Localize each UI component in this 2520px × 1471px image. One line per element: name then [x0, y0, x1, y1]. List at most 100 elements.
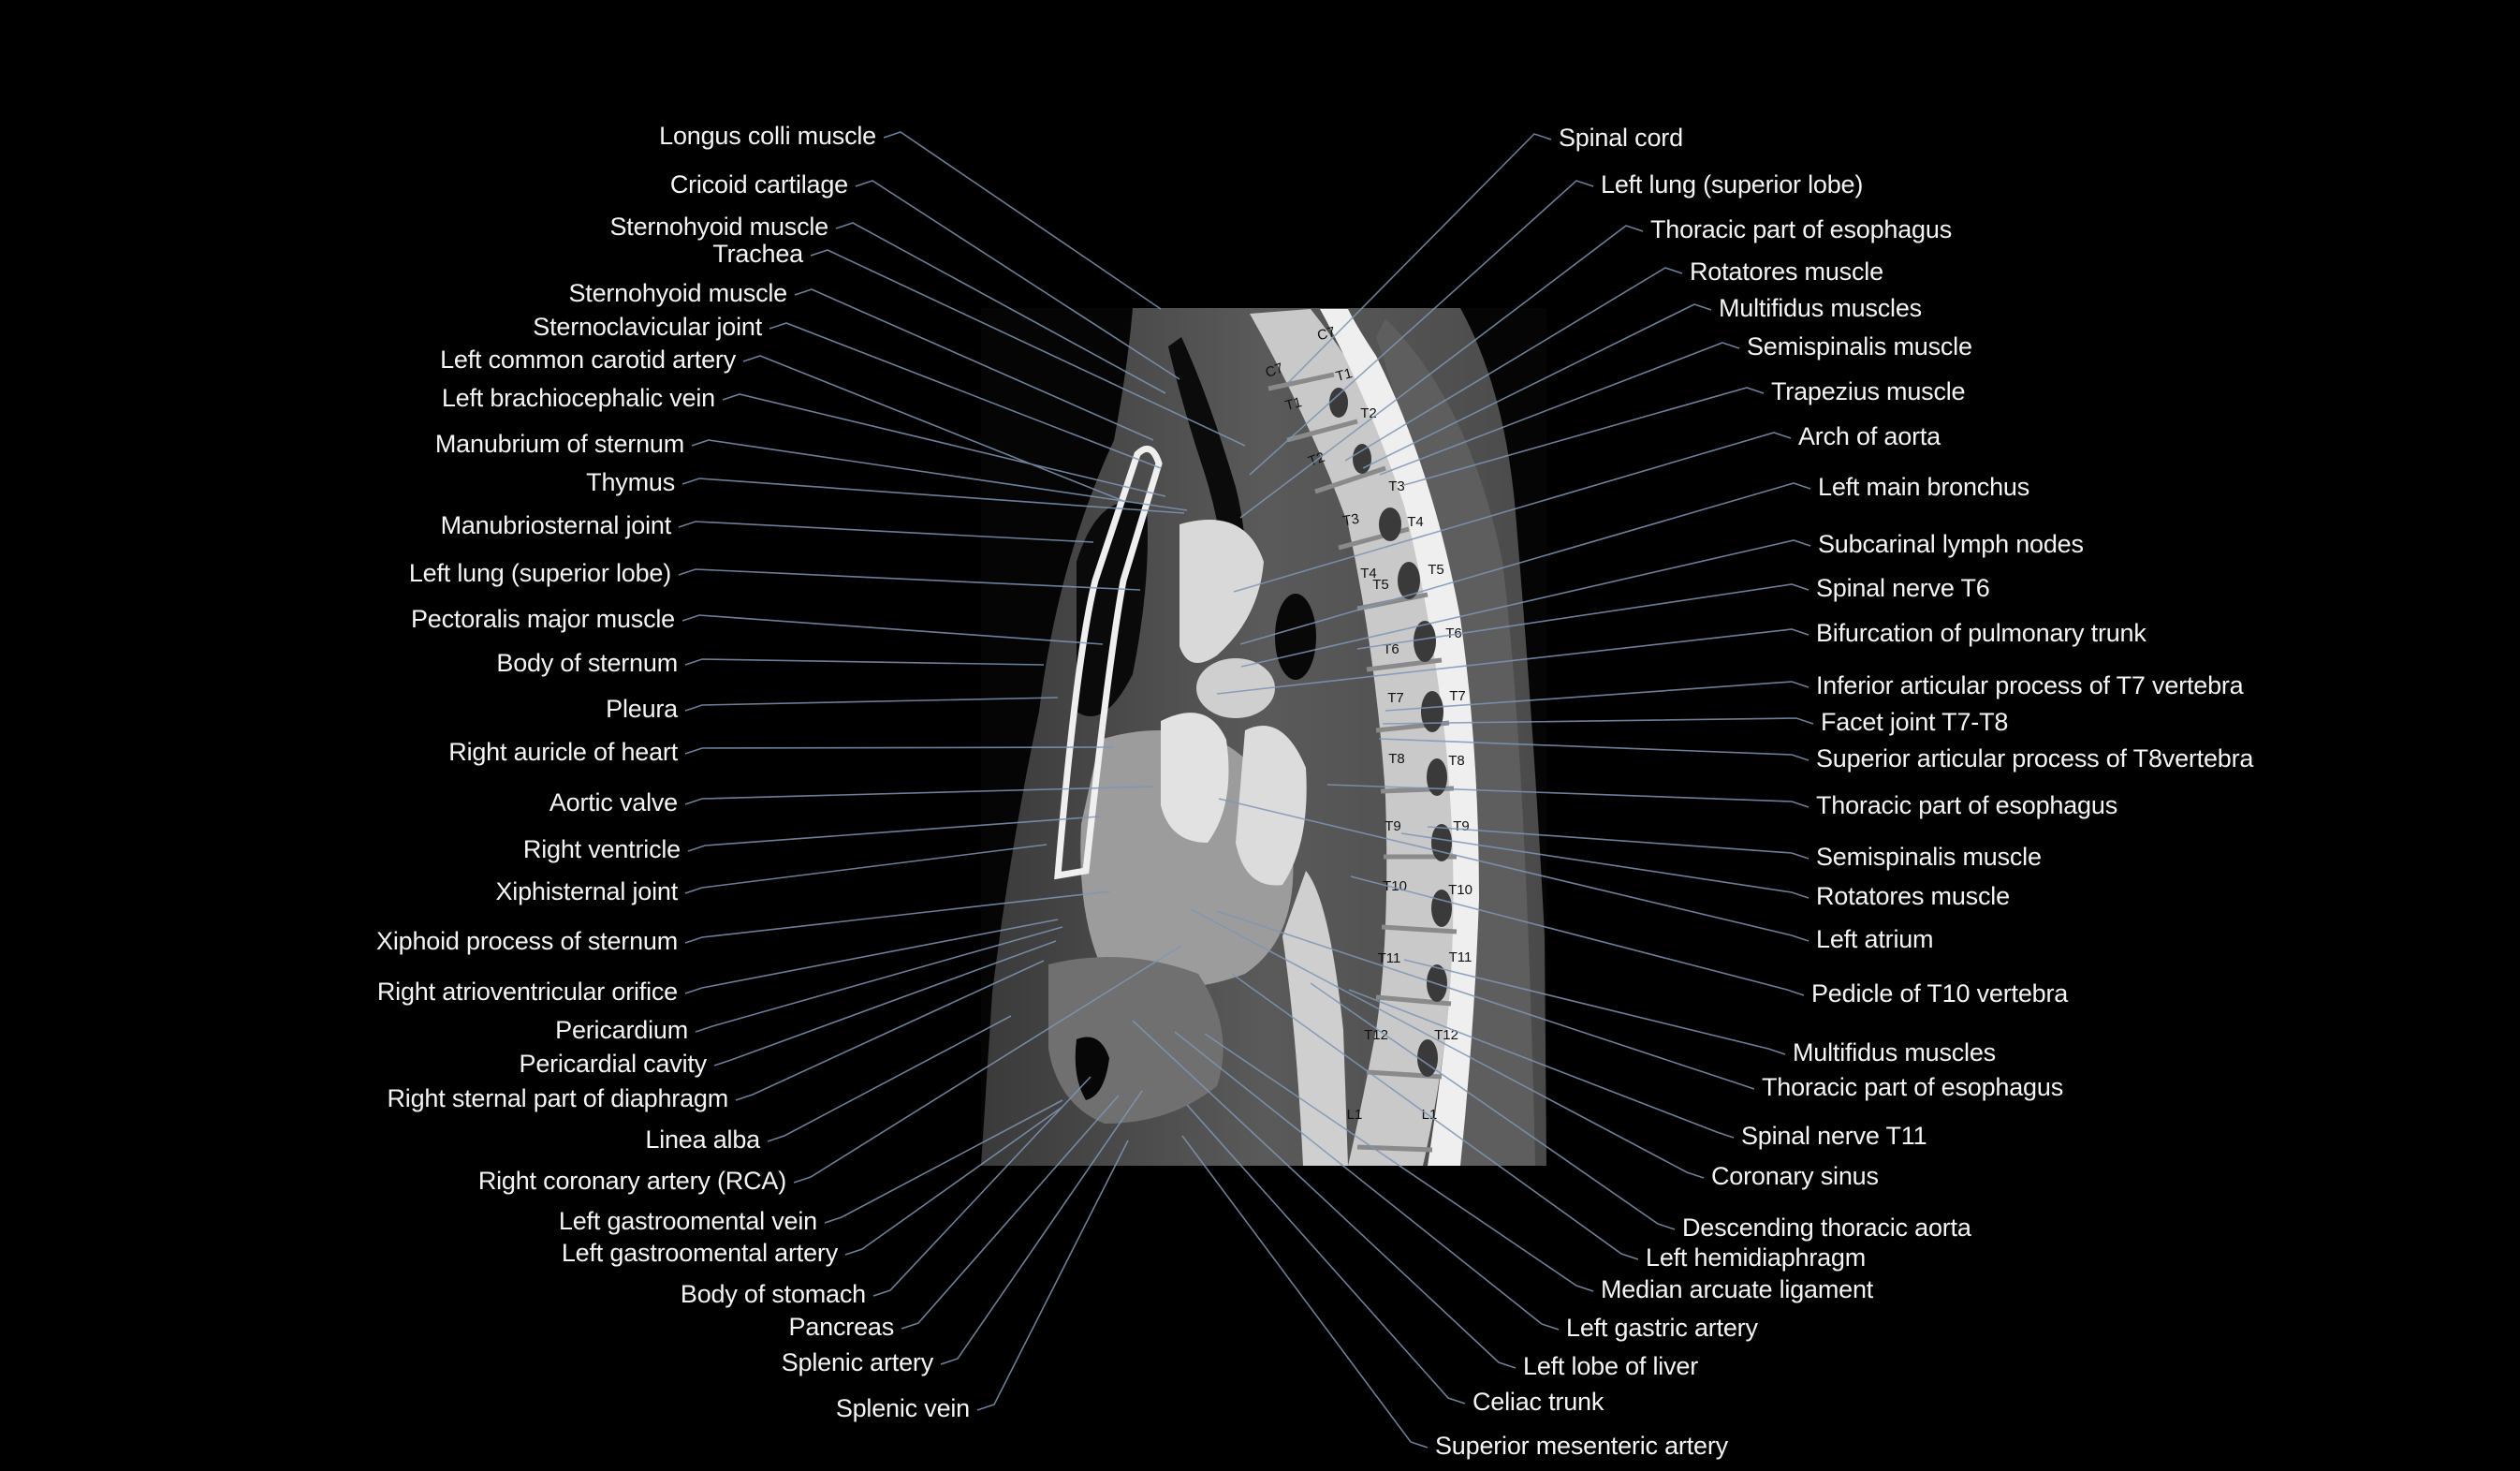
leader-line-aortic-valve	[684, 786, 1154, 805]
leader-line-inferior-articular-process-of-t7-vertebra	[1385, 681, 1809, 712]
leader-line-spinal-nerve-t11	[1348, 989, 1735, 1139]
label-thoracic-part-of-esophagus: Thoracic part of esophagus	[1762, 1073, 2063, 1101]
leader-line-pectoralis-major-muscle	[681, 614, 1104, 645]
label-facet-joint-t7-t8: Facet joint T7-T8	[1821, 708, 2009, 736]
leader-line-subcarinal-lymph-nodes	[1240, 539, 1811, 668]
leader-line-celiac-trunk	[1186, 1104, 1466, 1405]
label-right-atrioventricular-orifice: Right atrioventricular orifice	[376, 978, 678, 1006]
leader-line-arch-of-aorta	[1233, 432, 1792, 593]
leader-line-xiphoid-process-of-sternum	[684, 890, 1111, 944]
leader-line-left-atrium	[1218, 798, 1809, 942]
label-right-auricle-of-heart: Right auricle of heart	[448, 738, 678, 766]
leader-line-left-gastroomental-vein	[824, 1099, 1063, 1224]
label-left-brachiocephalic-vein: Left brachiocephalic vein	[441, 384, 715, 412]
label-rotatores-muscle: Rotatores muscle	[1690, 257, 1883, 286]
leader-line-semispinalis-muscle	[1427, 826, 1809, 860]
vertebra-label-l1: L1	[1347, 1107, 1363, 1123]
label-left-lobe-of-liver: Left lobe of liver	[1523, 1352, 1699, 1380]
leader-line-left-lung-superior-lobe	[1249, 180, 1594, 476]
label-spinal-nerve-t11: Spinal nerve T11	[1741, 1122, 1927, 1150]
label-left-lung-superior-lobe: Left lung (superior lobe)	[408, 559, 671, 587]
label-left-common-carotid-artery: Left common carotid artery	[440, 346, 736, 374]
label-left-lung-superior-lobe: Left lung (superior lobe)	[1601, 170, 1864, 199]
vertebra-label-t3: T3	[1341, 511, 1360, 530]
leader-line-body-of-sternum	[684, 658, 1045, 666]
label-inferior-articular-process-of-t7-vertebra: Inferior articular process of T7 vertebr…	[1816, 671, 2244, 699]
leader-line-pericardium	[695, 926, 1063, 1033]
label-pericardial-cavity: Pericardial cavity	[519, 1050, 708, 1078]
leader-line-right-sternal-part-of-diaphragm	[735, 960, 1045, 1101]
vertebra-label-t10: T10	[1448, 882, 1472, 898]
spinal-column	[1250, 309, 1479, 1166]
label-manubriosternal-joint: Manubriosternal joint	[440, 511, 672, 539]
leader-line-rotatores-muscle	[1344, 267, 1683, 462]
vertebra-label-t1: T1	[1283, 394, 1303, 414]
leader-line-spinal-cord	[1286, 133, 1552, 385]
label-arch-of-aorta: Arch of aorta	[1798, 422, 1941, 450]
label-aortic-valve: Aortic valve	[549, 788, 678, 816]
label-left-hemidiaphragm: Left hemidiaphragm	[1646, 1243, 1867, 1272]
leader-line-median-arcuate-ligament	[1204, 1033, 1594, 1292]
label-thoracic-part-of-esophagus: Thoracic part of esophagus	[1816, 791, 2117, 819]
vertebra-label-t5: T5	[1372, 577, 1389, 593]
label-pancreas: Pancreas	[788, 1313, 895, 1341]
leader-line-manubriosternal-joint	[678, 521, 1094, 543]
leader-line-coronary-sinus	[1190, 908, 1705, 1179]
vertebra-label-t7: T7	[1387, 690, 1404, 706]
label-body-of-stomach: Body of stomach	[680, 1280, 866, 1308]
label-sternohyoid-muscle: Sternohyoid muscle	[609, 213, 828, 241]
label-xiphoid-process-of-sternum: Xiphoid process of sternum	[376, 927, 678, 955]
vertebra-label-t4: T4	[1407, 514, 1424, 530]
leader-line-right-coronary-artery-rca	[793, 945, 1182, 1184]
leader-line-left-lobe-of-liver	[1132, 1020, 1516, 1369]
leader-line-left-lung-superior-lobe	[678, 568, 1141, 591]
vertebra-label-t10: T10	[1383, 878, 1407, 894]
leader-line-left-hemidiaphragm	[1231, 973, 1639, 1260]
label-left-gastroomental-artery: Left gastroomental artery	[561, 1239, 838, 1267]
vertebra-label-t11: T11	[1378, 950, 1401, 966]
leader-line-left-gastroomental-artery	[844, 1106, 1063, 1256]
leader-line-spinal-nerve-t6	[1356, 583, 1809, 650]
leader-line-rotatores-muscle	[1400, 832, 1809, 899]
leader-line-sternoclavicular-joint	[769, 322, 1162, 469]
vertebra-label-t5: T5	[1428, 562, 1444, 578]
label-median-arcuate-ligament: Median arcuate ligament	[1601, 1275, 1874, 1303]
leader-line-bifurcation-of-pulmonary-trunk	[1216, 628, 1809, 695]
leader-line-body-of-stomach	[872, 1076, 1092, 1297]
label-trapezius-muscle: Trapezius muscle	[1771, 377, 1966, 405]
leader-line-thymus	[681, 478, 1185, 514]
label-right-coronary-artery-rca: Right coronary artery (RCA)	[477, 1167, 786, 1195]
label-bifurcation-of-pulmonary-trunk: Bifurcation of pulmonary trunk	[1816, 619, 2146, 647]
label-multifidus-muscles: Multifidus muscles	[1793, 1038, 1996, 1066]
label-xiphisternal-joint: Xiphisternal joint	[495, 877, 678, 905]
leader-line-pancreas	[901, 1095, 1120, 1330]
label-superior-articular-process-of-t8vertebra: Superior articular process of T8vertebra	[1816, 744, 2254, 772]
leader-line-pedicle-of-t10-vertebra	[1350, 875, 1805, 996]
leader-line-longus-colli-muscle	[883, 131, 1162, 310]
vertebra-label-t12: T12	[1364, 1027, 1388, 1043]
leader-line-descending-thoracic-aorta	[1310, 982, 1676, 1230]
label-thoracic-part-of-esophagus: Thoracic part of esophagus	[1650, 215, 1952, 243]
vertebra-label-t8: T8	[1388, 751, 1405, 767]
label-spinal-cord: Spinal cord	[1559, 124, 1683, 152]
label-manubrium-of-sternum: Manubrium of sternum	[434, 430, 684, 458]
label-splenic-vein: Splenic vein	[835, 1394, 970, 1422]
vertebra-label-t4: T4	[1360, 566, 1377, 581]
label-left-atrium: Left atrium	[1816, 925, 1934, 953]
leader-line-cricoid-cartilage	[855, 180, 1180, 380]
label-rotatores-muscle: Rotatores muscle	[1816, 882, 2010, 910]
vertebra-label-t6: T6	[1383, 641, 1399, 657]
leader-lines	[678, 131, 1814, 1449]
label-longus-colli-muscle: Longus colli muscle	[659, 122, 876, 150]
vertebra-label-t1: T1	[1334, 365, 1354, 385]
leader-line-trachea	[810, 249, 1246, 447]
leader-line-multifidus-muscles	[1362, 303, 1712, 469]
leader-line-xiphisternal-joint	[684, 844, 1048, 894]
leader-line-right-ventricle	[687, 816, 1101, 852]
label-spinal-nerve-t6: Spinal nerve T6	[1816, 574, 1990, 602]
vertebra-label-t6: T6	[1445, 625, 1462, 641]
label-sternohyoid-muscle: Sternohyoid muscle	[568, 279, 787, 307]
leader-line-pericardial-cavity	[713, 940, 1057, 1066]
vertebra-label-t9: T9	[1385, 818, 1401, 834]
